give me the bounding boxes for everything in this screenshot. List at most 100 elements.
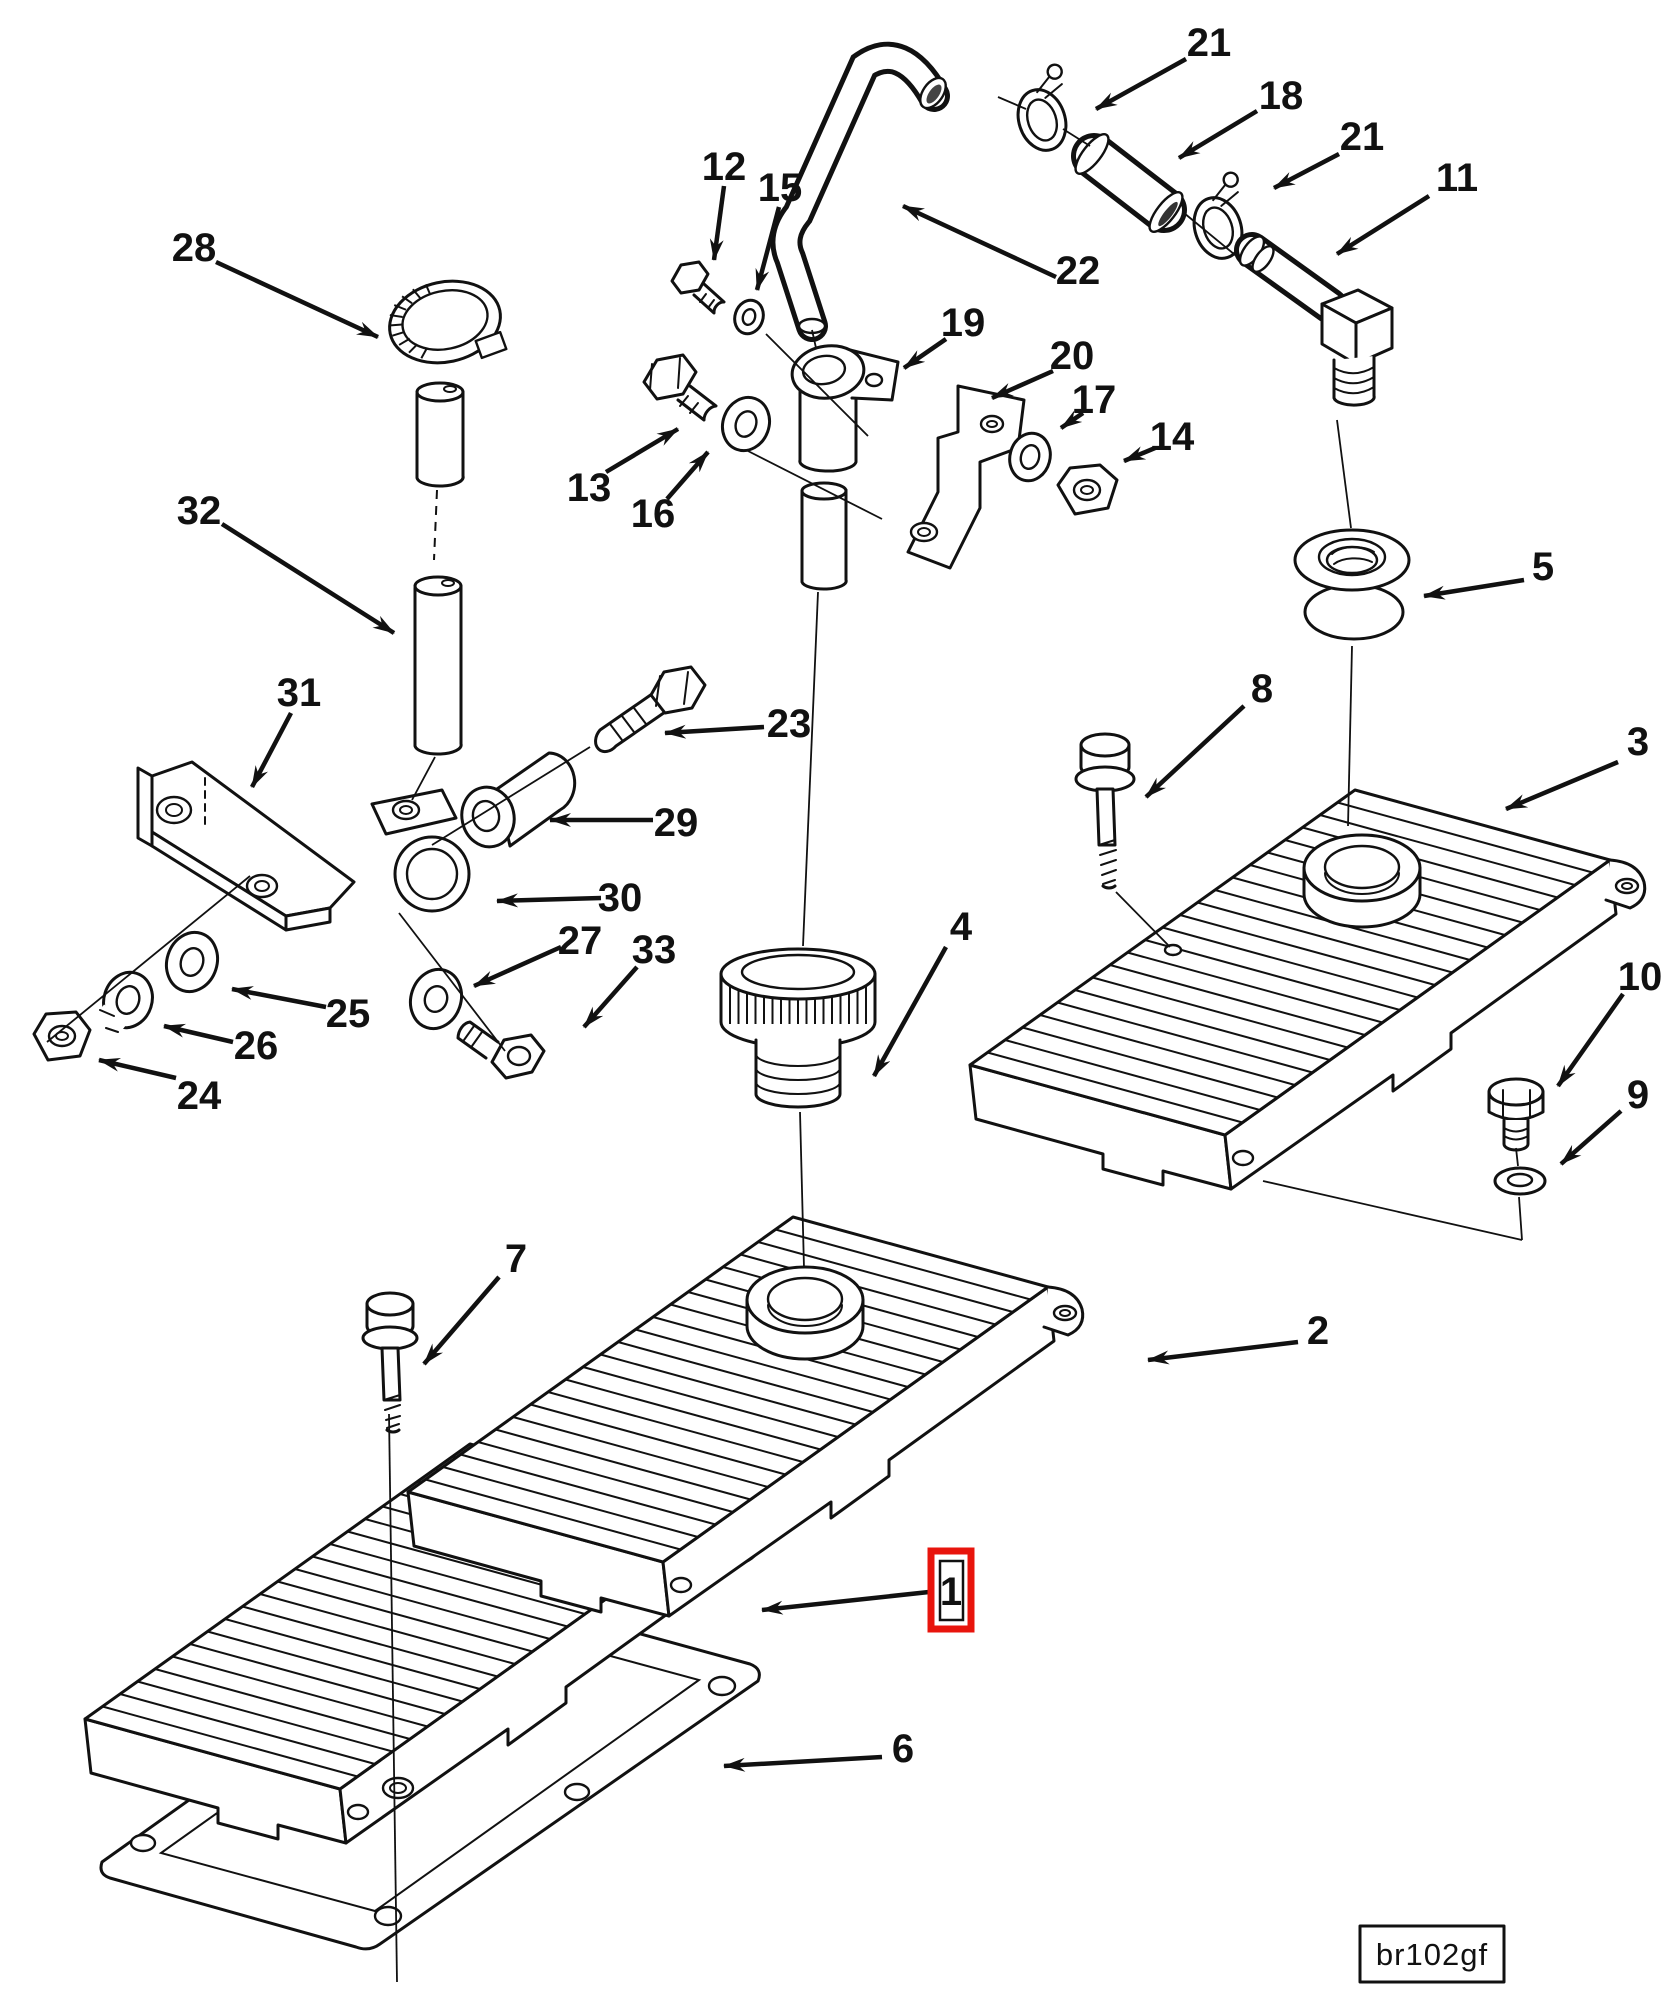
callout-19[interactable]: 19 xyxy=(902,301,985,370)
callout-arrow xyxy=(1147,1339,1299,1365)
callout-25[interactable]: 25 xyxy=(231,986,371,1036)
callout-33[interactable]: 33 xyxy=(582,928,676,1029)
valve-cover-3-art xyxy=(968,788,1647,1191)
callout-18[interactable]: 18 xyxy=(1177,74,1304,160)
callout-number: 15 xyxy=(758,166,803,210)
callout-27[interactable]: 27 xyxy=(473,919,602,989)
callout-number: 5 xyxy=(1532,545,1554,589)
callout-arrow xyxy=(1059,410,1085,430)
washer-17-art xyxy=(1008,431,1052,483)
callout-15[interactable]: 15 xyxy=(754,166,803,291)
callout-31[interactable]: 31 xyxy=(250,671,322,789)
leader-line xyxy=(1183,212,1241,260)
leader-line xyxy=(1336,419,1352,529)
elbow-fitting-art xyxy=(1234,232,1394,407)
callout-21[interactable]: 21 xyxy=(1272,115,1384,190)
figure-code: br102gf xyxy=(1376,1937,1488,1972)
callout-1[interactable]: 1 xyxy=(761,1547,975,1633)
callout-14[interactable]: 14 xyxy=(1123,415,1195,464)
callout-arrow xyxy=(250,711,293,789)
callout-4[interactable]: 4 xyxy=(872,905,973,1078)
callout-10[interactable]: 10 xyxy=(1556,955,1663,1088)
callout-arrow xyxy=(496,893,602,908)
leader-line xyxy=(431,746,591,846)
callout-32[interactable]: 32 xyxy=(177,489,396,635)
callout-number: 32 xyxy=(177,489,222,533)
callout-number: 14 xyxy=(1150,415,1195,459)
callout-arrow xyxy=(902,337,948,370)
callout-12[interactable]: 12 xyxy=(702,145,747,261)
callout-13[interactable]: 13 xyxy=(567,427,680,510)
leader-line xyxy=(799,1111,805,1269)
callout-26[interactable]: 26 xyxy=(163,1023,278,1068)
figure-code-box: br102gf xyxy=(1358,1924,1506,1984)
callout-number: 25 xyxy=(326,992,371,1036)
callout-number: 31 xyxy=(277,671,322,715)
nut-24-art xyxy=(32,1010,92,1062)
callout-arrow xyxy=(1272,152,1341,190)
callout-3[interactable]: 3 xyxy=(1505,720,1649,812)
bracket-art xyxy=(136,760,356,932)
callout-22[interactable]: 22 xyxy=(902,203,1100,293)
drain-plug-art xyxy=(1487,1077,1545,1152)
leader-line xyxy=(388,1413,398,1983)
plug-washer-art xyxy=(1493,1166,1547,1196)
callout-arrow xyxy=(991,368,1054,401)
callout-number: 18 xyxy=(1259,74,1304,118)
callout-30[interactable]: 30 xyxy=(496,876,642,920)
callout-5[interactable]: 5 xyxy=(1423,545,1554,600)
callout-17[interactable]: 17 xyxy=(1059,378,1117,430)
callout-7[interactable]: 7 xyxy=(422,1237,527,1366)
callout-arrow xyxy=(902,203,1057,280)
selected-callout-inner-box xyxy=(938,1559,965,1622)
leader-line xyxy=(1347,645,1353,827)
leader-line xyxy=(1062,128,1091,147)
callout-9[interactable]: 9 xyxy=(1559,1073,1649,1166)
callout-arrow xyxy=(872,945,948,1078)
leader-line xyxy=(747,450,883,520)
elbow-hose-art xyxy=(770,41,950,342)
washer-16-art xyxy=(720,395,772,453)
callout-11[interactable]: 11 xyxy=(1335,156,1478,256)
callout-arrow xyxy=(1144,704,1246,799)
callout-28[interactable]: 28 xyxy=(172,226,379,340)
callout-arrow xyxy=(723,1754,883,1772)
callout-number: 9 xyxy=(1627,1073,1649,1117)
callout-24[interactable]: 24 xyxy=(98,1057,222,1118)
callout-arrow xyxy=(604,427,680,474)
callout-23[interactable]: 23 xyxy=(664,702,811,746)
callout-number: 10 xyxy=(1618,955,1663,999)
callout-number: 12 xyxy=(702,145,747,189)
callout-16[interactable]: 16 xyxy=(631,450,710,536)
callout-number: 17 xyxy=(1072,378,1117,422)
callout-number: 8 xyxy=(1251,667,1273,711)
callout-8[interactable]: 8 xyxy=(1144,667,1273,799)
bolt-8-art xyxy=(1074,732,1136,890)
callout-21[interactable]: 21 xyxy=(1094,21,1231,111)
callout-arrow xyxy=(761,1589,930,1615)
callout-arrow xyxy=(98,1057,177,1081)
callout-number: 28 xyxy=(172,226,217,270)
callout-arrow xyxy=(1123,445,1156,464)
callout-arrow xyxy=(1177,109,1259,160)
callout-number: 11 xyxy=(1436,156,1478,200)
callout-arrow xyxy=(582,965,639,1029)
callout-arrow xyxy=(163,1023,234,1045)
clamp-19-art xyxy=(790,344,900,473)
callout-6[interactable]: 6 xyxy=(723,1727,914,1772)
bolt-23-art xyxy=(594,665,707,754)
callout-arrow xyxy=(1335,194,1431,256)
callout-arrow xyxy=(215,259,379,340)
callout-29[interactable]: 29 xyxy=(549,801,698,845)
callout-20[interactable]: 20 xyxy=(991,334,1094,401)
grommet-art xyxy=(1293,528,1411,641)
stub-tube-art xyxy=(800,481,848,591)
callout-arrow xyxy=(422,1275,501,1366)
hose-clamp-art xyxy=(388,279,508,365)
callout-number: 2 xyxy=(1307,1309,1329,1353)
callout-2[interactable]: 2 xyxy=(1147,1309,1329,1365)
callout-arrow xyxy=(754,206,782,291)
callout-arrow xyxy=(709,185,727,261)
